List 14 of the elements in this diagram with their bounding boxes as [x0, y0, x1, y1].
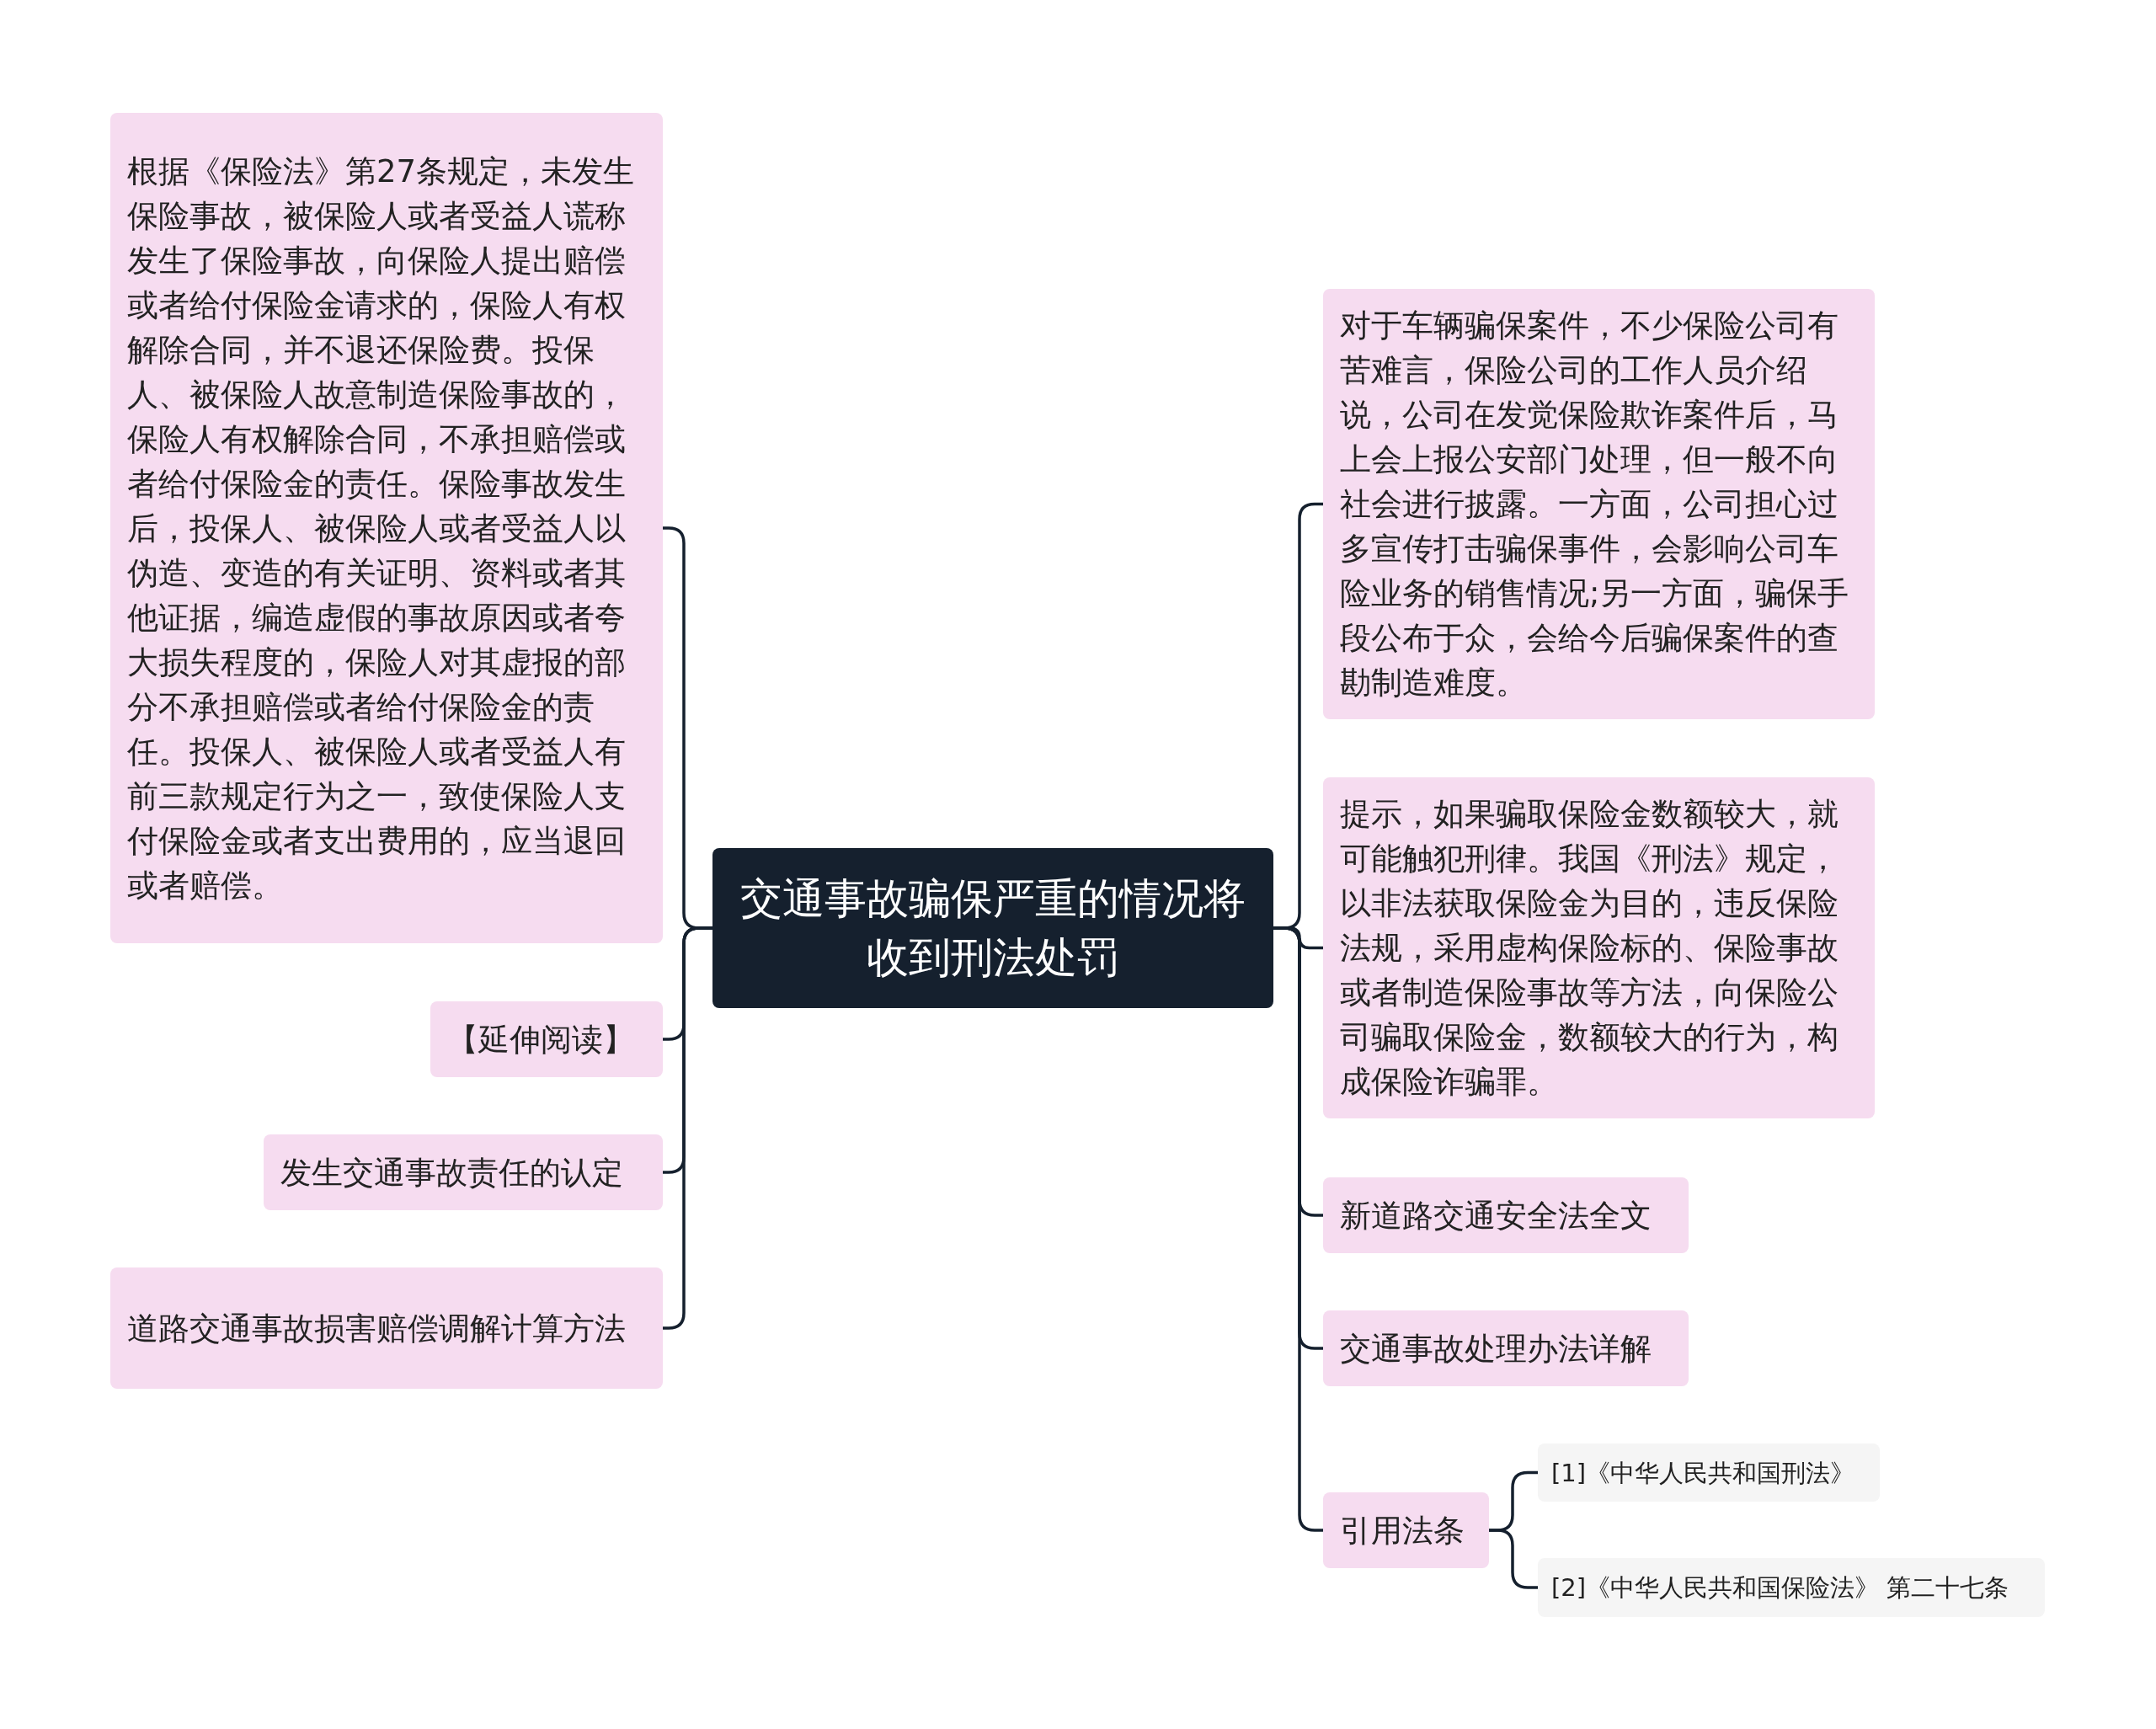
citation-box: [1]《中华人民共和国刑法》 — [1538, 1444, 1880, 1502]
connector-line — [663, 926, 712, 1330]
topic-box: 道路交通事故损害赔偿调解计算方法 — [110, 1267, 663, 1389]
citation-box: [2]《中华人民共和国保险法》 第二十七条 — [1538, 1558, 2045, 1617]
topic-box: 新道路交通安全法全文 — [1323, 1177, 1689, 1253]
topic-box: 发生交通事故责任的认定 — [264, 1134, 663, 1210]
connector-line — [1489, 1529, 1538, 1589]
topic-box: 【延伸阅读】 — [430, 1001, 663, 1077]
topic-box: 提示，如果骗取保险金数额较大，就可能触犯刑律。我国《刑法》规定，以非法获取保险金为目的，违反保险法规，采用虚构保险标的、保险事故或者制造保险事故等方法，向保险公司骗取保险金，数额较大的行为，构成保险诈骗罪。 — [1323, 777, 1875, 1118]
central-topic-box: 交通事故骗保严重的情况将收到刑法处罚 — [712, 848, 1273, 1008]
topic-box: 对于车辆骗保案件，不少保险公司有苦难言，保险公司的工作人员介绍说，公司在发觉保险欺诈案件后，马上会上报公安部门处理，但一般不向社会进行披露。一方面，公司担心过多宣传打击骗保事件，会影响公司车险业务的销售情况;另一方面，骗保手段公布于众，会给今后骗保案件的查勘制造难度。 — [1323, 289, 1875, 719]
topic-box: 引用法条 — [1323, 1492, 1489, 1568]
topic-box: 根据《保险法》第27条规定，未发生保险事故，被保险人或者受益人谎称发生了保险事故，向保险人提出赔偿或者给付保险金请求的，保险人有权解除合同，并不退还保险费。投保人、被保险人故意制造保险事故的，保险人有权解除合同，不承担赔偿或者给付保险金的责任。保险事故发生后，投保人、被保险人或者受益人以伪造、变造的有关证明、资料或者其他证据，编造虚假的事故原因或者夸大损失程度的，保险人对其虚报的部分不承担赔偿或者给付保险金的责任。投保人、被保险人或者受益人有前三款规定行为之一，致使保险人支付保险金或者支出费用的，应当退回或者赔偿。 — [110, 113, 663, 943]
topic-box: 交通事故处理办法详解 — [1323, 1310, 1689, 1386]
